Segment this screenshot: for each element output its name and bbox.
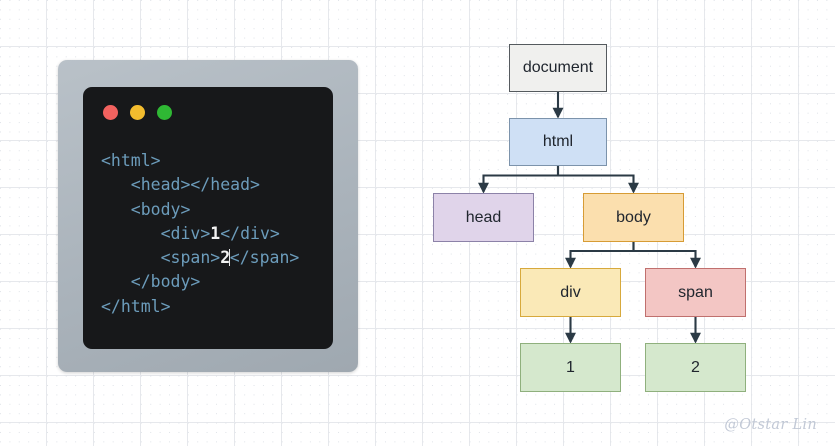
code-line: <div>1</div> — [101, 222, 299, 246]
text-cursor-caret — [229, 249, 231, 267]
code-tag: <head></head> — [101, 175, 260, 195]
edge-body-to-span — [632, 242, 701, 269]
code-line: </html> — [101, 295, 299, 319]
code-text-value: 2 — [220, 248, 231, 268]
code-line: <span>2</span> — [101, 246, 300, 270]
node-html[interactable]: html — [509, 118, 607, 166]
code-tag: <html> — [101, 151, 161, 170]
node-span[interactable]: span — [645, 268, 746, 317]
code-tag: <span> — [101, 248, 221, 268]
node-head[interactable]: head — [433, 193, 534, 242]
node-label: head — [465, 208, 502, 226]
watermark-label: @Otstar Lin — [724, 417, 817, 433]
code-line: <body> — [101, 198, 299, 222]
code-tag: </span> — [229, 248, 300, 268]
node-label: body — [616, 208, 651, 226]
code-editor-panel: <html> <head></head> <body> <div>1</div>… — [83, 87, 333, 349]
node-label: html — [542, 133, 574, 150]
edge-html-to-body — [556, 166, 639, 194]
node-text1[interactable]: 1 — [520, 343, 621, 392]
edge-html-to-head — [478, 166, 560, 194]
node-document[interactable]: document — [509, 44, 607, 92]
code-line: </body> — [101, 270, 299, 294]
code-line: <head></head> — [101, 173, 299, 197]
node-label: 2 — [691, 358, 700, 376]
code-text-value: 1 — [210, 223, 221, 243]
code-tag: <body> — [101, 199, 191, 219]
node-text2[interactable]: 2 — [645, 343, 746, 392]
node-body[interactable]: body — [583, 193, 684, 242]
code-tag: </html> — [101, 296, 171, 316]
node-label: div — [560, 283, 581, 301]
code-line: <html> — [101, 149, 299, 173]
maximize-window-icon[interactable] — [157, 105, 172, 120]
node-label: 1 — [566, 358, 575, 376]
code-text-area[interactable]: <html> <head></head> <body> <div>1</div>… — [101, 149, 299, 319]
edge-body-to-div — [565, 242, 635, 269]
minimize-window-icon[interactable] — [130, 105, 145, 120]
node-label: span — [678, 283, 713, 301]
code-window: <html> <head></head> <body> <div>1</div>… — [58, 60, 358, 372]
window-traffic-lights — [103, 105, 172, 120]
close-window-icon[interactable] — [103, 105, 118, 120]
node-div[interactable]: div — [520, 268, 621, 317]
code-tag: <div> — [101, 223, 211, 243]
code-tag: </div> — [220, 223, 280, 243]
code-tag: </body> — [101, 272, 201, 292]
node-label: document — [522, 59, 594, 76]
